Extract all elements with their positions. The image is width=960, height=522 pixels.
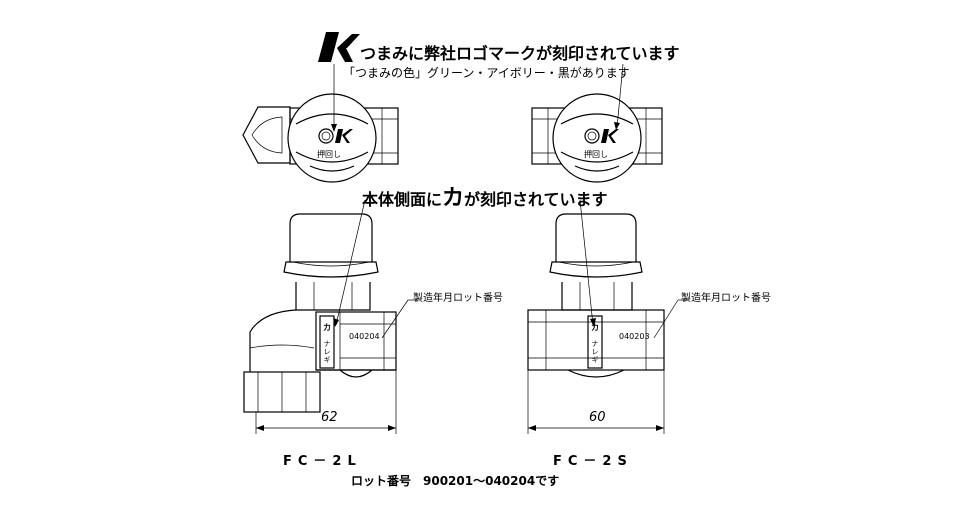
lot-number-left: 040204 (349, 332, 380, 341)
knob-text-left: 押回し (317, 150, 341, 159)
body-note-leaders (333, 199, 596, 327)
side-ka-right: カ (591, 323, 599, 332)
side-vert-left: ナレギ (323, 340, 331, 364)
top-leaders (331, 63, 624, 132)
knob-text-right: 押回し (584, 150, 608, 159)
body-note-post: が刻印されています (464, 190, 608, 209)
body-note-pre: 本体側面に (362, 190, 443, 209)
lot-leaders (381, 299, 688, 339)
body-note-ka: カ (442, 186, 465, 211)
lot-number-right: 040203 (619, 332, 650, 341)
color-note: 「つまみの色」グリーン・アイボリー・黒があります (343, 66, 630, 80)
k-logo-icon (318, 32, 360, 62)
dimension-right (527, 370, 665, 434)
side-view-left (243, 213, 397, 413)
dimension-left-value: 62 (321, 410, 338, 425)
lot-range-note: ロット番号 900201～040204です (351, 474, 560, 488)
dimension-right-value: 60 (589, 410, 606, 425)
side-vert-right: ナレギ (591, 340, 599, 364)
top-view-right (531, 93, 663, 183)
model-right: FC－2S (553, 454, 633, 469)
body-note: 本体側面にカが刻印されています (362, 180, 608, 212)
lot-label-right: 製造年月ロット番号 (681, 293, 771, 304)
lot-label-left: 製造年月ロット番号 (413, 293, 503, 304)
logo-note: つまみに弊社ロゴマークが刻印されています (360, 44, 680, 63)
side-ka-left: カ (323, 323, 331, 332)
dimension-left (255, 370, 397, 434)
top-view-left (242, 93, 399, 183)
model-left: FC－2L (283, 454, 362, 469)
side-view-right (527, 213, 665, 378)
